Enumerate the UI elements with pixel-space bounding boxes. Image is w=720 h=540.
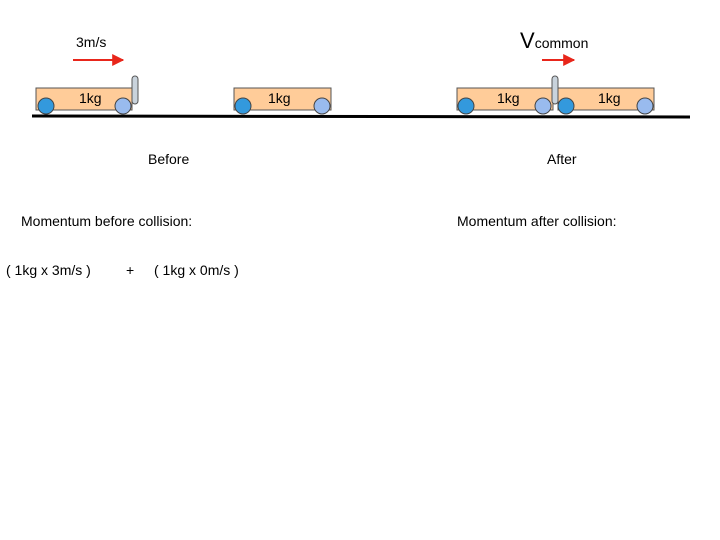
rear-wheel	[534, 97, 552, 115]
rear-wheel	[114, 97, 132, 115]
plus-sign: +	[126, 262, 135, 278]
velocity-symbol: V	[520, 28, 535, 53]
cart-body	[557, 87, 655, 111]
before-caption: Before	[148, 151, 190, 167]
before-momentum-term-1: ( 1kg x 3m/s )	[6, 262, 91, 278]
before-cart-a-mass: 1kg	[79, 90, 102, 106]
cart-buffer	[551, 75, 559, 105]
cart-buffer	[131, 75, 139, 105]
track-line	[31, 114, 691, 119]
front-wheel	[234, 97, 252, 115]
front-wheel	[37, 97, 55, 115]
after-momentum-heading: Momentum after collision:	[457, 213, 617, 229]
before-momentum-heading: Momentum before collision:	[21, 213, 193, 229]
before-cart-a	[35, 75, 139, 115]
front-wheel	[457, 97, 475, 115]
before-velocity-label: 3m/s	[76, 34, 107, 50]
after-caption: After	[547, 151, 577, 167]
after-velocity-label: Vcommon	[520, 29, 588, 56]
rear-wheel	[636, 97, 654, 115]
before-cart-b	[233, 87, 332, 115]
after-cart-a-mass: 1kg	[497, 90, 520, 106]
before-momentum-term-2: ( 1kg x 0m/s )	[154, 262, 239, 278]
after-cart-b-mass: 1kg	[598, 90, 621, 106]
after-cart-a	[456, 75, 559, 115]
cart-body	[233, 87, 332, 111]
velocity-subscript: common	[534, 35, 589, 51]
before-cart-b-mass: 1kg	[268, 90, 291, 106]
after-cart-b	[557, 87, 655, 115]
front-wheel	[557, 97, 575, 115]
rear-wheel	[313, 97, 331, 115]
